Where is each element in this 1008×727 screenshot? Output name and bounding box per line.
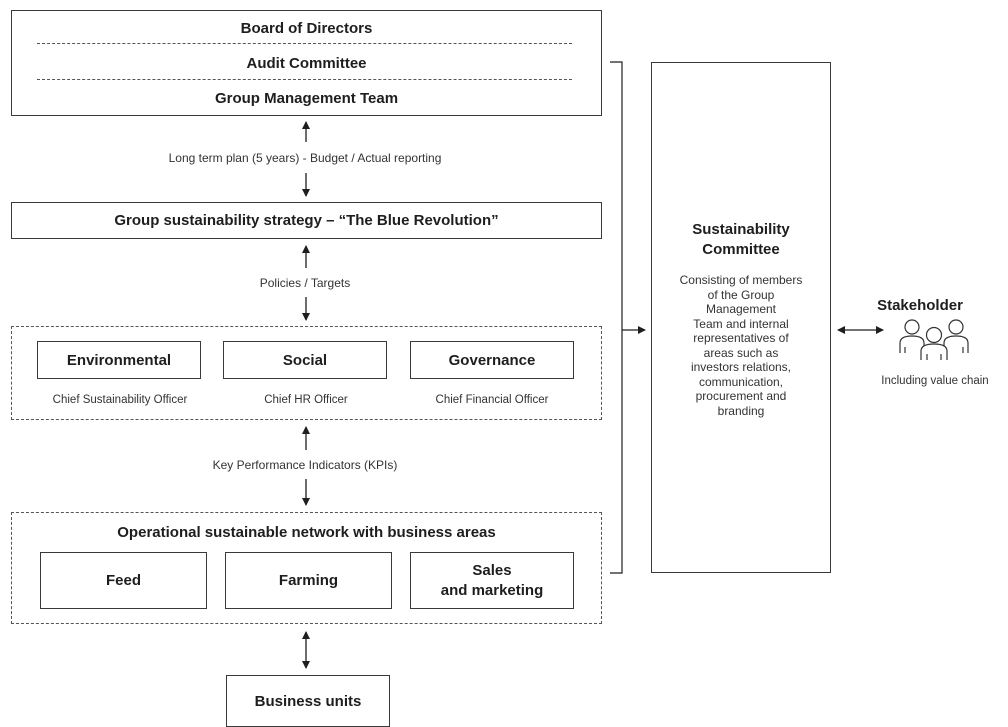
divider [37,43,572,44]
flow-label-policies-targets: Policies / Targets [259,276,351,290]
bracket-connector [610,61,646,574]
sustainability-committee-box: Sustainability Committee Consisting of m… [651,62,831,573]
environmental-box: Environmental [37,341,201,379]
committee-title: Sustainability Committee [692,221,790,258]
flow-label-kpis: Key Performance Indicators (KPIs) [212,458,398,472]
people-group-icon [899,319,969,360]
social-box: Social [223,341,387,379]
sales-and-marketing-box: Sales and marketing [410,552,574,609]
board-of-directors: Board of Directors [240,19,373,37]
stakeholder-title: Stakeholder [877,296,963,314]
chief-sustainability-officer: Chief Sustainability Officer [52,394,188,406]
audit-committee: Audit Committee [246,54,367,72]
divider [37,79,572,80]
governance-pillar-box: Governance [410,341,574,379]
operational-title: Operational sustainable network with bus… [117,523,496,541]
operational-container [11,512,602,624]
chief-financial-officer: Chief Financial Officer [435,394,549,406]
governance-box: Board of Directors Audit Committee Group… [11,10,602,116]
flow-label-long-term-plan: Long term plan (5 years) - Budget / Actu… [168,151,442,165]
strategy-box: Group sustainability strategy – “The Blu… [11,202,602,239]
group-management-team: Group Management Team [214,89,399,107]
farming-box: Farming [225,552,392,609]
stakeholder-subtitle: Including value chain [881,375,989,387]
esg-container [11,326,602,420]
business-units-box: Business units [226,675,390,727]
feed-box: Feed [40,552,207,609]
committee-description: Consisting of members of the Group Manag… [679,273,803,418]
chief-hr-officer: Chief HR Officer [264,394,348,406]
